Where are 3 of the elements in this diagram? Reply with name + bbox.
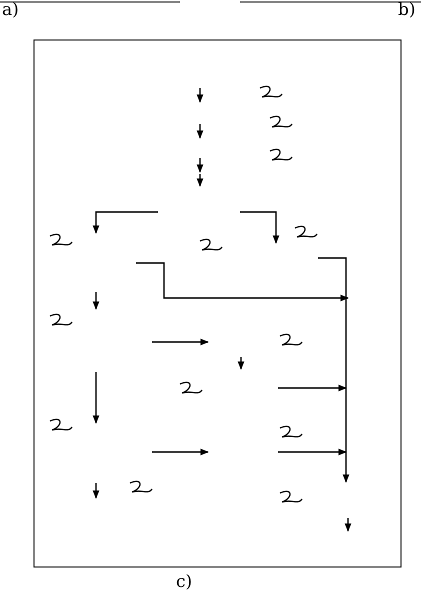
panel-label: a) bbox=[2, 0, 19, 20]
panel-label: c) bbox=[176, 572, 192, 592]
panel-label: b) bbox=[398, 0, 416, 20]
